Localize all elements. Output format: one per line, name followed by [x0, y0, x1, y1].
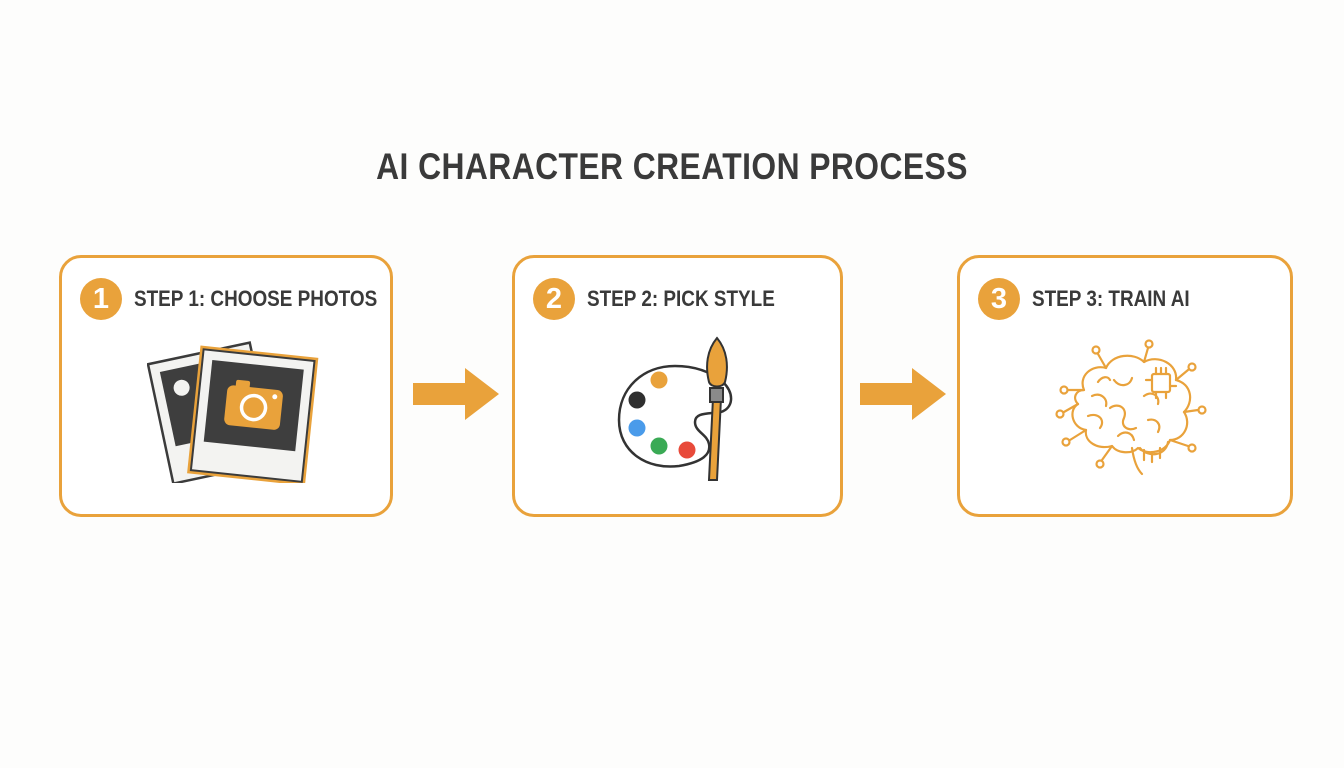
step-header-2: 2 STEP 2: PICK STYLE: [533, 278, 805, 320]
photos-camera-icon: [147, 341, 319, 483]
step-label-3: STEP 3: TRAIN AI: [1032, 286, 1190, 311]
step-number-badge-1: 1: [80, 278, 122, 320]
step-label-1: STEP 1: CHOOSE PHOTOS: [134, 286, 378, 311]
brain-circuit-icon: [1055, 339, 1207, 476]
step-card-3: 3 STEP 3: TRAIN AI: [957, 255, 1293, 517]
step-card-1: 1 STEP 1: CHOOSE PHOTOS: [59, 255, 393, 517]
step-card-2: 2 STEP 2: PICK STYLE: [512, 255, 843, 517]
step-header-3: 3 STEP 3: TRAIN AI: [978, 278, 1215, 320]
right-arrow-icon: [413, 368, 499, 420]
step-number-badge-2: 2: [533, 278, 575, 320]
right-arrow-icon: [860, 368, 946, 420]
step-number-badge-3: 3: [978, 278, 1020, 320]
step-header-1: 1 STEP 1: CHOOSE PHOTOS: [80, 278, 417, 320]
step-label-2: STEP 2: PICK STYLE: [587, 286, 775, 311]
palette-brush-icon: [617, 336, 733, 481]
diagram-title: AI CHARACTER CREATION PROCESS: [376, 146, 968, 187]
